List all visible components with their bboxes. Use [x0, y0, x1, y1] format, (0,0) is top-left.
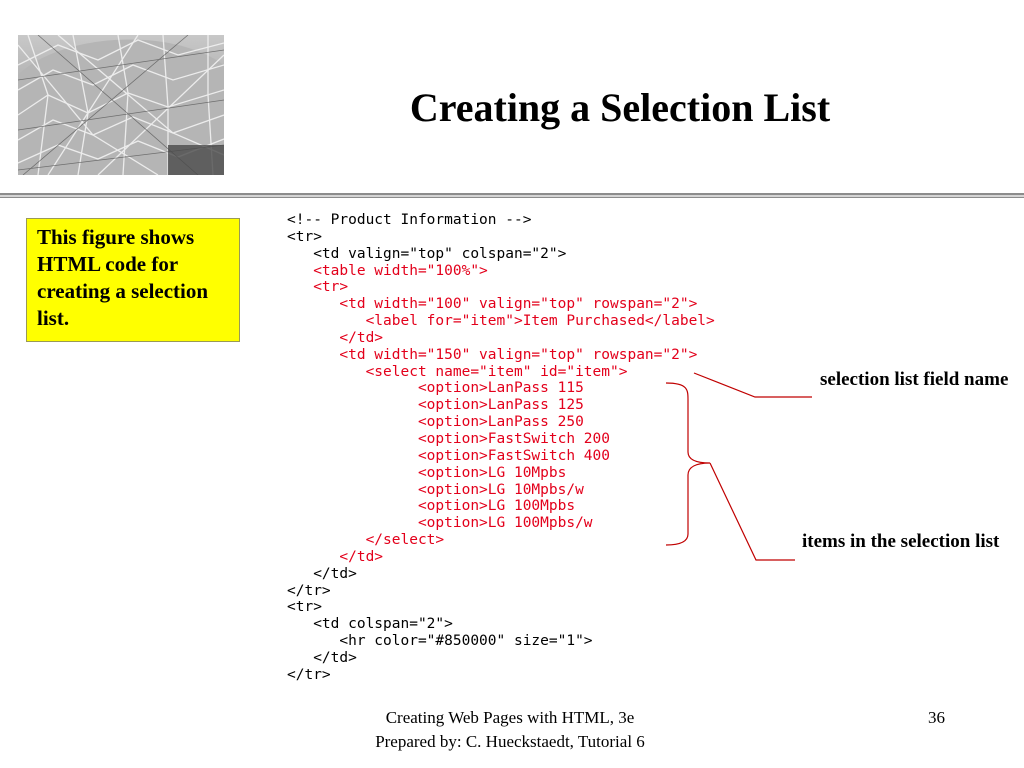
code-line: <td colspan="2"> — [287, 616, 453, 633]
code-line: </td> — [287, 649, 357, 666]
items-connector — [709, 462, 795, 561]
code-line: </tr> — [287, 666, 331, 683]
code-line: <option>LG 100Mpbs/w — [287, 515, 593, 532]
code-line: <tr> — [287, 599, 322, 616]
lattice-dome-photo — [18, 35, 224, 175]
code-line: <tr> — [287, 279, 349, 296]
code-line: <select name="item" id="item"> — [287, 363, 628, 380]
code-line: <option>FastSwitch 200 — [287, 430, 611, 447]
code-line: <td valign="top" colspan="2"> — [287, 245, 567, 262]
code-line: </td> — [287, 548, 384, 565]
code-line: <option>FastSwitch 400 — [287, 447, 611, 464]
code-line: <label for="item">Item Purchased</label> — [287, 313, 715, 330]
html-code-listing: <!-- Product Information --><tr> <td val… — [287, 212, 715, 684]
code-line: <tr> — [287, 228, 322, 245]
code-line: </tr> — [287, 582, 331, 599]
code-line: </select> — [287, 532, 445, 549]
code-line: <option>LanPass 115 — [287, 380, 584, 397]
code-line: <table width="100%"> — [287, 262, 488, 279]
code-line: <option>LanPass 125 — [287, 397, 584, 414]
footer-line-2: Prepared by: C. Hueckstaedt, Tutorial 6 — [375, 732, 645, 751]
page-number: 36 — [928, 708, 945, 727]
code-line: <td width="100" valign="top" rowspan="2"… — [287, 296, 698, 313]
footer-line-1: Creating Web Pages with HTML, 3e — [385, 708, 635, 727]
code-line: <option>LG 100Mpbs — [287, 498, 576, 515]
code-line: </td> — [287, 329, 384, 346]
code-line: <option>LG 10Mpbs/w — [287, 481, 584, 498]
code-line: <hr color="#850000" size="1"> — [287, 633, 593, 650]
code-line: <option>LanPass 250 — [287, 414, 584, 431]
footer: Creating Web Pages with HTML, 3e Prepare… — [340, 706, 680, 754]
code-line: <option>LG 10Mpbs — [287, 464, 567, 481]
title-divider — [0, 193, 1024, 199]
code-line: <td width="150" valign="top" rowspan="2"… — [287, 346, 698, 363]
code-line: </td> — [287, 565, 357, 582]
annotation-field-name: selection list field name — [820, 369, 1009, 390]
slide-title: Creating a Selection List — [409, 85, 831, 130]
callout-box: This figure shows HTML code for creating… — [26, 218, 240, 342]
code-line: <!-- Product Information --> — [287, 212, 532, 228]
annotation-items: items in the selection list — [802, 531, 1000, 552]
